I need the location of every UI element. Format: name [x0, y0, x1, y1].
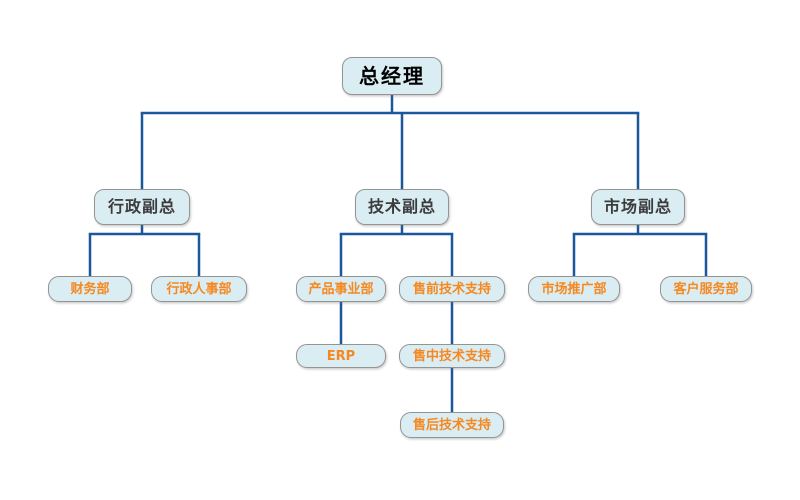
org-node-finance: 财务部 [48, 276, 132, 302]
org-node-presales: 售前技术支持 [399, 276, 505, 302]
org-node-product: 产品事业部 [296, 276, 386, 302]
org-node-service: 客户服务部 [660, 276, 752, 302]
org-node-erp: ERP [296, 344, 386, 368]
org-node-promo: 市场推广部 [528, 276, 620, 302]
org-node-aftersales: 售后技术支持 [400, 412, 504, 438]
org-node-market: 市场副总 [591, 189, 685, 225]
org-node-hr: 行政人事部 [151, 276, 247, 302]
org-node-tech: 技术副总 [355, 189, 449, 225]
org-node-gm: 总经理 [342, 57, 442, 95]
org-node-midsales: 售中技术支持 [399, 344, 505, 368]
org-node-admin: 行政副总 [94, 189, 190, 225]
